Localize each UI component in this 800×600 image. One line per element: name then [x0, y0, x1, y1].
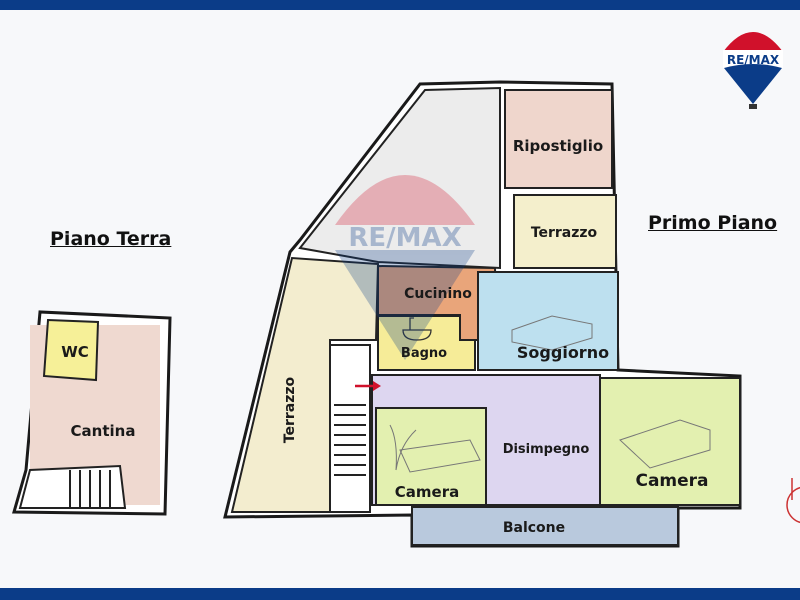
- furniture-sketches: [389, 315, 711, 473]
- bed-sketch-left: [399, 439, 481, 473]
- compass-icon: [786, 478, 800, 524]
- bed-sketch-right: [619, 419, 711, 469]
- label-cantina: Cantina: [71, 422, 136, 440]
- label-ripostiglio: Ripostiglio: [513, 137, 603, 155]
- room-balcone: [411, 506, 679, 546]
- ground-floor-plan: [12, 310, 172, 516]
- label-soggiorno: Soggiorno: [517, 343, 609, 362]
- room-camera-right: [599, 377, 741, 506]
- stairs-first: [329, 344, 371, 513]
- watermark-text: RE/MAX: [348, 223, 461, 253]
- label-terrazzo-upper: Terrazzo: [531, 225, 598, 241]
- label-cucinino: Cucinino: [404, 286, 472, 302]
- room-bagno: [377, 315, 476, 371]
- room-labels: WC Cantina Ripostiglio Terrazzo Cucinino…: [61, 137, 708, 536]
- plant-sketch: [389, 424, 417, 471]
- logo-text: RE/MAX: [727, 53, 780, 67]
- area-open: [298, 86, 501, 270]
- remax-watermark: [335, 175, 475, 360]
- bottom-bar: [0, 588, 800, 600]
- top-bar: [0, 0, 800, 10]
- room-camera-left: [375, 407, 487, 506]
- bathtub-icon: [402, 317, 432, 341]
- label-bagno: Bagno: [401, 346, 447, 361]
- label-camera-right: Camera: [635, 471, 708, 491]
- room-soggiorno: [477, 271, 619, 371]
- first-floor-plan: [223, 80, 742, 548]
- floor-title-first: Primo Piano: [648, 212, 778, 234]
- stair-steps-first: [334, 404, 366, 476]
- room-terrazzo-upper: [513, 194, 617, 269]
- label-camera-left: Camera: [395, 483, 459, 501]
- remax-balloon-logo: RE/MAX: [723, 32, 783, 109]
- stair-steps-ground: [69, 470, 111, 508]
- room-ripostiglio: [504, 89, 613, 189]
- entrance-arrow-icon: [355, 381, 381, 391]
- floor-title-ground: Piano Terra: [50, 228, 172, 250]
- label-terrazzo-left: Terrazzo: [282, 376, 298, 443]
- label-wc: WC: [61, 343, 89, 361]
- room-wc: [42, 318, 100, 382]
- label-disimpegno: Disimpegno: [503, 442, 590, 457]
- label-balcone: Balcone: [503, 520, 565, 536]
- sofa-sketch: [511, 315, 593, 351]
